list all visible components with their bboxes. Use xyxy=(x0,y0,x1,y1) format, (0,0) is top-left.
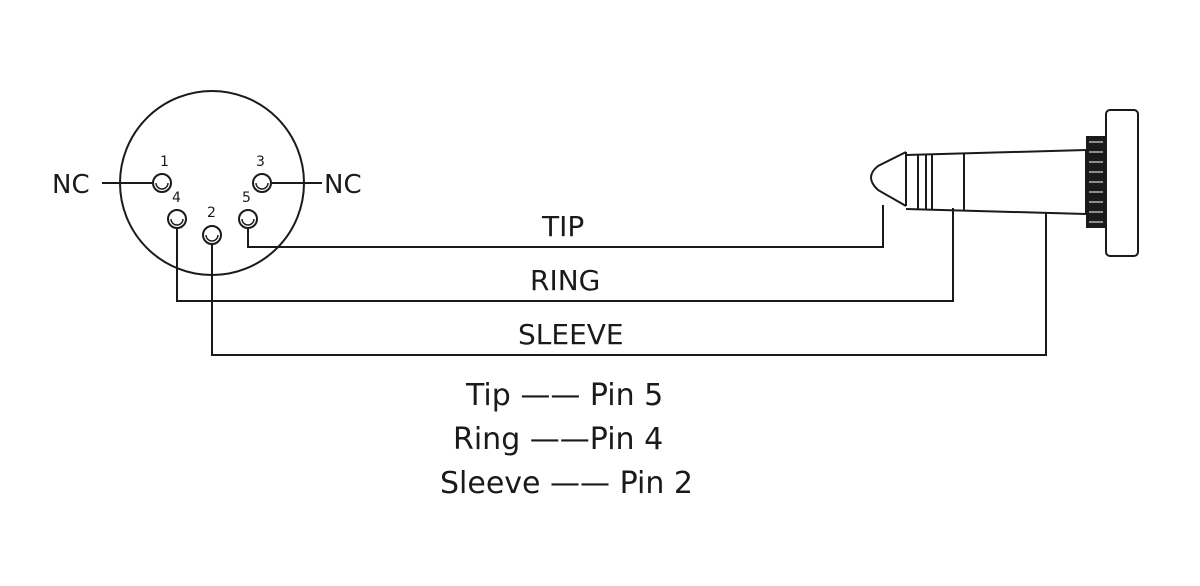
pin-1-label: 1 xyxy=(160,154,169,170)
pin-1-socket xyxy=(155,182,169,190)
pin-legend: Tip —— Pin 5 Ring ——Pin 4 Sleeve —— Pin … xyxy=(440,378,693,501)
plug-handle xyxy=(1105,109,1139,257)
trs-plug xyxy=(870,109,1139,257)
pin-3-socket xyxy=(255,182,269,190)
nc-right-label: NC xyxy=(324,170,362,200)
sleeve-wire xyxy=(211,212,1047,356)
legend-ring: Ring ——Pin 4 xyxy=(453,422,663,457)
plug-tip xyxy=(870,151,907,207)
ring-wire xyxy=(176,208,954,302)
tip-label: TIP xyxy=(541,210,584,243)
pin-3 xyxy=(252,173,272,193)
legend-tip: Tip —— Pin 5 xyxy=(465,378,663,413)
pin-2-label: 2 xyxy=(207,205,216,221)
pin-5-label: 5 xyxy=(242,190,251,206)
pin-4-label: 4 xyxy=(172,190,181,206)
nc-left-label: NC xyxy=(52,170,90,200)
plug-shaft-outline xyxy=(905,149,1087,215)
pin-3-label: 3 xyxy=(256,154,265,170)
pin-2-socket xyxy=(205,234,219,242)
sleeve-label: SLEEVE xyxy=(518,318,624,351)
ring-label: RING xyxy=(530,264,600,297)
pin-5-socket xyxy=(241,218,255,226)
pin-4-socket xyxy=(170,218,184,226)
plug-nut-knurl xyxy=(1089,141,1103,223)
wires: TIP RING SLEEVE xyxy=(176,205,1047,356)
tip-wire xyxy=(247,205,884,248)
pin-1 xyxy=(152,173,172,193)
legend-sleeve: Sleeve —— Pin 2 xyxy=(440,466,693,501)
